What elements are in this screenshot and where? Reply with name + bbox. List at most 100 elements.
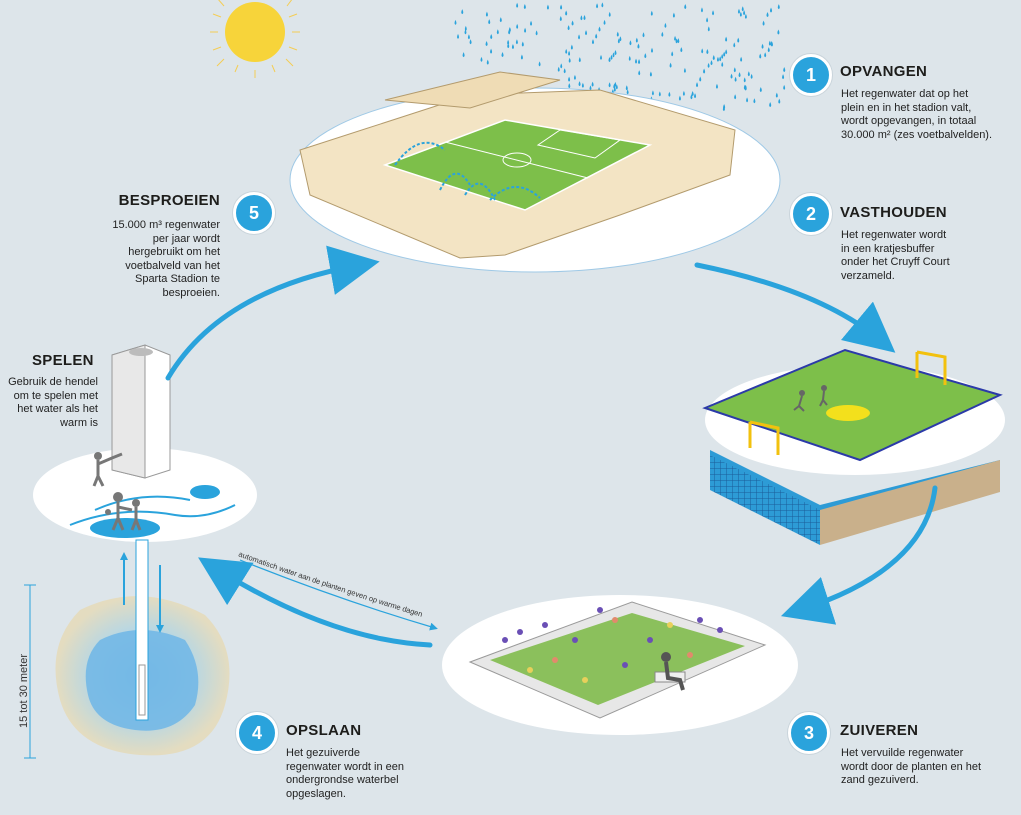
rain-drop — [725, 36, 728, 42]
cruyff-court-illustration — [702, 348, 1005, 545]
rain-drop — [650, 47, 653, 53]
rain-drop — [637, 43, 640, 49]
step-4-text: Het gezuiverde regenwater wordt in een o… — [286, 747, 405, 800]
step-1-badge: 1 — [790, 54, 832, 96]
step-2-text: Het regenwater wordt in een kratjesbuffe… — [841, 229, 950, 282]
rain-drop — [707, 62, 710, 68]
rain-drop — [608, 11, 611, 17]
rain-drop — [601, 2, 604, 8]
rain-drop — [650, 10, 653, 16]
rain-drop — [615, 84, 618, 90]
rain-drop — [499, 17, 502, 23]
rain-drop — [740, 56, 743, 62]
rain-drop — [746, 97, 749, 103]
rain-drop — [700, 7, 703, 13]
rain-drop — [750, 73, 753, 79]
rain-drop — [490, 33, 493, 39]
garden-illustration — [442, 595, 798, 735]
arrow-step-5-to-1 — [165, 245, 380, 381]
rain-drop — [768, 40, 771, 46]
rain-drop — [664, 22, 667, 28]
rain-drop — [691, 91, 694, 97]
rain-drop — [557, 66, 560, 72]
rain-drop — [674, 35, 677, 41]
rain-drop — [668, 91, 671, 97]
rain-drop — [600, 54, 603, 60]
rain-drop — [783, 84, 786, 90]
rain-drop — [516, 23, 519, 29]
rain-drop — [507, 39, 510, 45]
rain-drop — [769, 102, 772, 108]
rain-drop — [568, 83, 571, 89]
rain-drop — [710, 60, 713, 66]
rain-drop — [485, 40, 488, 46]
rain-drop — [523, 4, 526, 10]
rain-drop — [535, 30, 538, 36]
rain-drop — [578, 34, 581, 40]
rain-drop — [644, 53, 647, 59]
rain-drop — [628, 55, 631, 61]
rain-drop — [649, 71, 652, 77]
rain-drop — [486, 59, 489, 65]
rain-drop — [573, 74, 576, 80]
rain-drop — [560, 63, 563, 69]
rain-drop — [761, 43, 764, 49]
rain-drop — [703, 68, 706, 74]
rain-drop — [719, 56, 722, 62]
rain-drop — [744, 13, 747, 19]
rain-drop — [629, 40, 632, 46]
rain-drop — [669, 62, 672, 68]
rain-drop — [559, 15, 562, 21]
rain-drop — [464, 25, 467, 31]
rain-drop — [626, 89, 629, 95]
rain-drop — [658, 91, 661, 97]
rain-drop — [730, 73, 733, 79]
rain-drop — [612, 52, 615, 58]
rain-drop — [578, 81, 581, 87]
arrow-step-3-to-4 — [198, 557, 433, 648]
rain-drop — [743, 84, 746, 90]
stadium-illustration — [289, 71, 781, 273]
rain-drop — [759, 87, 762, 93]
rain-drop — [538, 61, 541, 67]
rain-drop — [461, 9, 464, 15]
rain-drop — [642, 32, 645, 38]
step-3-title: ZUIVEREN — [840, 722, 919, 739]
rain-drop — [565, 48, 568, 54]
rain-drop — [457, 33, 460, 39]
rain-drop — [635, 37, 638, 43]
rain-drop — [580, 15, 583, 21]
rain-drop — [747, 71, 750, 77]
step-5-title: BESPROEIEN — [118, 192, 220, 209]
rain-drop — [496, 29, 499, 35]
rain-drop — [764, 52, 767, 58]
rain-drop — [661, 31, 664, 37]
rain-drop — [488, 19, 491, 25]
rain-drop — [598, 26, 601, 32]
rain-drop — [568, 57, 571, 63]
rain-drop — [770, 7, 773, 13]
rain-drop — [511, 43, 514, 49]
rain-drop — [715, 83, 718, 89]
step-1-text: Het regenwater dat op het plein en in he… — [841, 88, 993, 141]
rain-drop — [595, 33, 598, 39]
rain-drop — [625, 85, 628, 91]
rain-drop — [721, 61, 724, 67]
arrow-step-1-to-2 — [694, 262, 896, 353]
rain-drop — [739, 11, 742, 17]
rain-drop — [778, 98, 781, 104]
rain-drop — [671, 51, 674, 57]
rain-drop — [770, 41, 773, 47]
rain-drop — [596, 3, 599, 9]
rain-drop — [721, 53, 724, 59]
rain-drop — [743, 10, 746, 16]
rain-drop — [762, 20, 765, 26]
rain-drop — [568, 76, 571, 82]
rain-drop — [706, 48, 709, 54]
rain-drop — [690, 94, 693, 100]
rain-drop — [716, 56, 719, 62]
spelen-title: SPELEN — [32, 352, 94, 369]
rain-drop — [585, 30, 588, 36]
depth-label: 15 tot 30 meter — [18, 654, 30, 728]
rain-drop — [581, 82, 584, 88]
